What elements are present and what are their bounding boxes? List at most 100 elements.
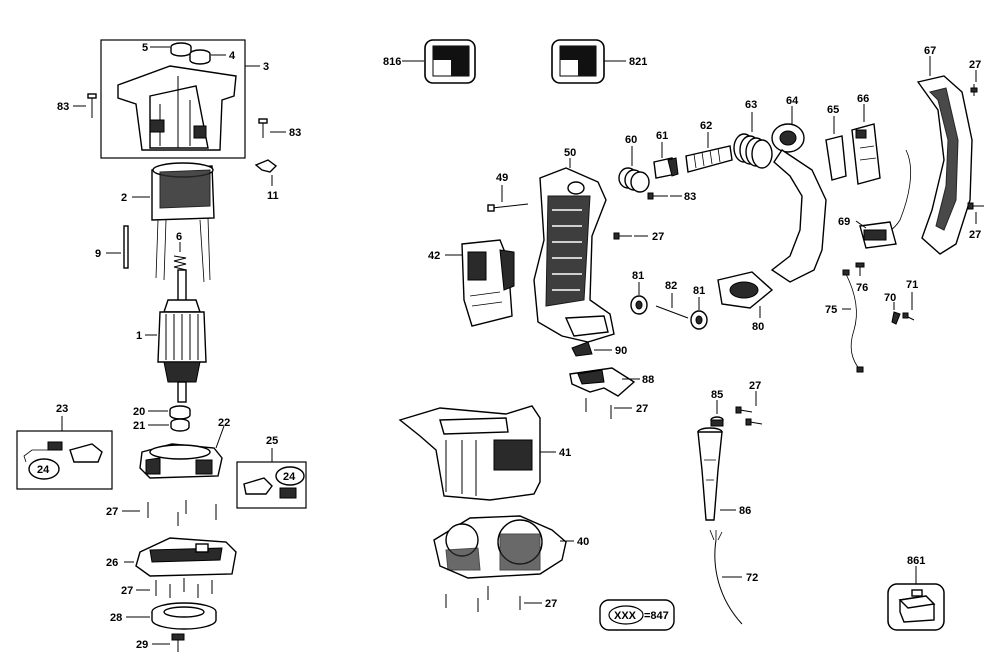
callout-49: 49 <box>496 172 508 184</box>
callout-86: 86 <box>739 505 751 517</box>
callout-9: 9 <box>95 248 101 260</box>
callout-76: 76 <box>856 282 868 294</box>
part-27-screws-bottom <box>445 586 521 612</box>
part-861-kit-box-icon <box>887 583 945 631</box>
part-62-grip-tube <box>685 145 733 173</box>
callout-83-right: 83 <box>289 127 301 139</box>
callout-24-oval-right <box>275 466 305 486</box>
callout-2: 2 <box>121 192 127 204</box>
part-27-screws-lower <box>155 578 213 598</box>
callout-66: 66 <box>857 93 869 105</box>
part-27-screws-upper <box>147 500 217 526</box>
callout-861: 861 <box>907 555 925 567</box>
callout-27-e: 27 <box>969 229 981 241</box>
callout-23: 23 <box>56 403 68 415</box>
callout-83-handle: 83 <box>684 191 696 203</box>
part-9-long-screw <box>123 225 129 269</box>
part-81-gear-left <box>630 295 648 315</box>
callout-82: 82 <box>665 280 677 292</box>
part-26-brush-plate <box>135 537 237 577</box>
callout-27-h: 27 <box>545 598 557 610</box>
group-25-frame <box>236 461 307 509</box>
part-69-wire-harness <box>859 149 912 249</box>
callout-26: 26 <box>106 557 118 569</box>
callout-72: 72 <box>746 572 758 584</box>
part-27-screw-mid <box>613 232 632 240</box>
part-28-ring <box>151 602 217 630</box>
callout-27-a: 27 <box>106 506 118 518</box>
callout-816: 816 <box>383 56 401 68</box>
callout-27-b: 27 <box>121 585 133 597</box>
callout-24-right: 24 <box>283 471 296 483</box>
callout-41: 41 <box>559 447 571 459</box>
callout-27-f: 27 <box>636 403 648 415</box>
part-816-label-icon <box>424 39 476 84</box>
part-71-screw <box>902 312 915 321</box>
part-41-gear-case <box>398 405 541 501</box>
part-42-switch <box>461 239 515 327</box>
callout-62: 62 <box>700 120 712 132</box>
callout-80: 80 <box>752 321 764 333</box>
callout-821: 821 <box>629 56 647 68</box>
part-27-screw-right-top <box>970 84 978 96</box>
callout-22: 22 <box>218 417 230 429</box>
callout-1: 1 <box>136 330 142 342</box>
callout-25: 25 <box>266 435 278 447</box>
callout-67: 67 <box>924 45 936 57</box>
part-11-clip <box>254 159 278 173</box>
callout-60: 60 <box>625 134 637 146</box>
part-66-module <box>851 123 881 185</box>
callout-64: 64 <box>786 95 799 107</box>
callout-20: 20 <box>133 406 145 418</box>
callout-75: 75 <box>825 304 837 316</box>
part-75-wire <box>842 269 864 373</box>
callout-61: 61 <box>656 130 668 142</box>
callout-70: 70 <box>884 292 896 304</box>
callout-42: 42 <box>428 250 440 262</box>
callout-29: 29 <box>136 639 148 651</box>
callout-24-left: 24 <box>37 464 50 476</box>
callout-24-oval-left <box>28 458 60 480</box>
part-82-shaft <box>655 305 689 319</box>
part-85-bushing <box>710 416 724 427</box>
legend-code: XXX <box>614 610 637 622</box>
part-20-bearing <box>169 405 191 420</box>
part-72-cord <box>709 529 743 625</box>
callout-50: 50 <box>564 147 576 159</box>
callout-88: 88 <box>642 374 654 386</box>
callout-63: 63 <box>745 99 757 111</box>
part-27-screws-88 <box>585 398 612 419</box>
part-40-lower-case <box>433 515 567 579</box>
part-5-bearing <box>170 42 192 57</box>
part-83-screw-handle <box>647 192 668 200</box>
callout-4: 4 <box>229 50 236 62</box>
part-49-screw <box>487 203 529 212</box>
callout-85: 85 <box>711 389 723 401</box>
callout-69: 69 <box>838 216 850 228</box>
part-81-gear-right <box>690 310 708 330</box>
part-29-screw <box>171 633 185 652</box>
part-3-gear-housing <box>117 65 237 151</box>
part-22-bearing-housing <box>139 443 223 479</box>
part-61-sleeve <box>653 157 679 179</box>
callout-28: 28 <box>110 612 122 624</box>
callout-71: 71 <box>906 279 918 291</box>
callout-11: 11 <box>267 190 279 202</box>
part-25-brush-holder <box>243 477 297 499</box>
part-4-bearing <box>189 49 211 65</box>
part-6-spring <box>173 255 187 271</box>
callout-3: 3 <box>263 61 269 73</box>
part-80-end-cap <box>717 271 774 309</box>
part-2-field-coil <box>151 162 215 283</box>
callout-6: 6 <box>176 231 182 243</box>
part-50-housing-half <box>533 167 615 343</box>
callout-21: 21 <box>133 420 145 432</box>
part-90-knob <box>571 341 593 357</box>
part-21-bearing <box>170 418 190 432</box>
part-27-screw-right-bottom <box>967 202 984 210</box>
part-70-clip <box>891 311 901 325</box>
group-3-frame <box>100 39 246 159</box>
callout-81-left: 81 <box>632 270 644 282</box>
